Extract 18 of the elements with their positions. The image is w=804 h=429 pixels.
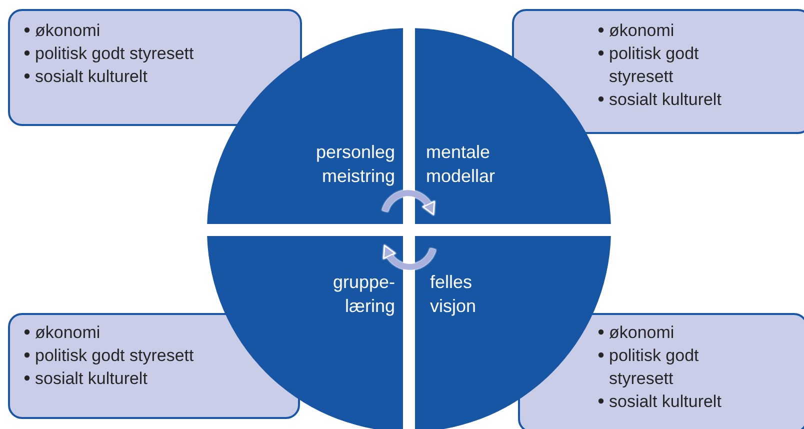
bullet-item: sosialt kulturelt (609, 392, 722, 411)
cycle-arrow (382, 190, 434, 215)
segment-label: mentale modellar (426, 141, 496, 188)
bullet-item: økonomi (609, 21, 674, 40)
bullet-item: sosialt kulturelt (609, 90, 722, 109)
bullet-item: økonomi (609, 323, 674, 342)
info-box (8, 9, 302, 126)
bullet-item: politisk godt styresett (35, 44, 194, 63)
bullet-item: økonomi (35, 323, 100, 342)
bullet-item: politisk godt styresett (35, 346, 194, 365)
segment-label: gruppe-læring (332, 271, 395, 318)
segment-label: felles visjon (430, 271, 478, 318)
bullet-item: sosialt kulturelt (35, 67, 148, 86)
segment-label: personleg meistring (314, 141, 395, 188)
bullet-item: økonomi (35, 21, 100, 40)
cycle-arrow (384, 245, 436, 270)
info-box (512, 9, 804, 134)
bullet-item: sosialt kulturelt (35, 369, 148, 388)
